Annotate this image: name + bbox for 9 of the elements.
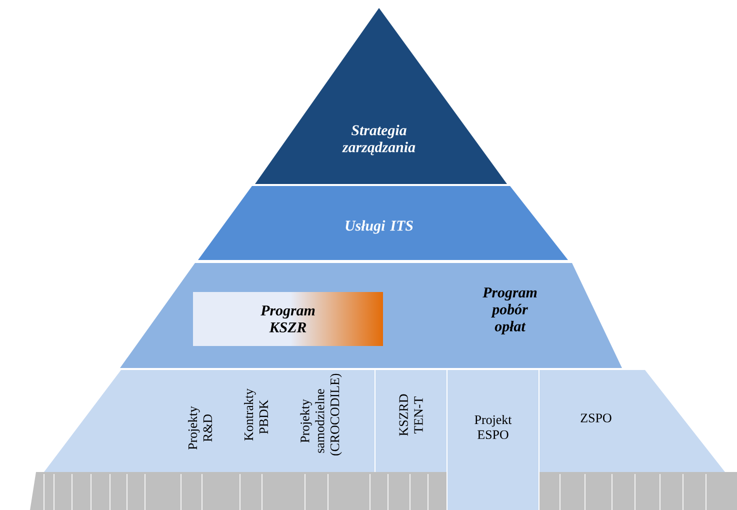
vertical-label: Kontrakty PBDK — [244, 388, 268, 441]
pyramid-tier: Usługi ITS — [198, 186, 568, 260]
column-box: Projekt ESPO — [446, 370, 540, 510]
cell-label: ZSPO — [580, 414, 612, 422]
vertical-label: Projekty R&D — [188, 406, 212, 450]
pyramid-top: Strategia zarządzania — [255, 8, 507, 184]
vertical-label: KSZRD TEN-T — [399, 394, 423, 436]
gradient-box: Program KSZR — [193, 292, 383, 346]
vertical-label: Projekty samodzielne (CROCODILE) — [300, 374, 342, 456]
